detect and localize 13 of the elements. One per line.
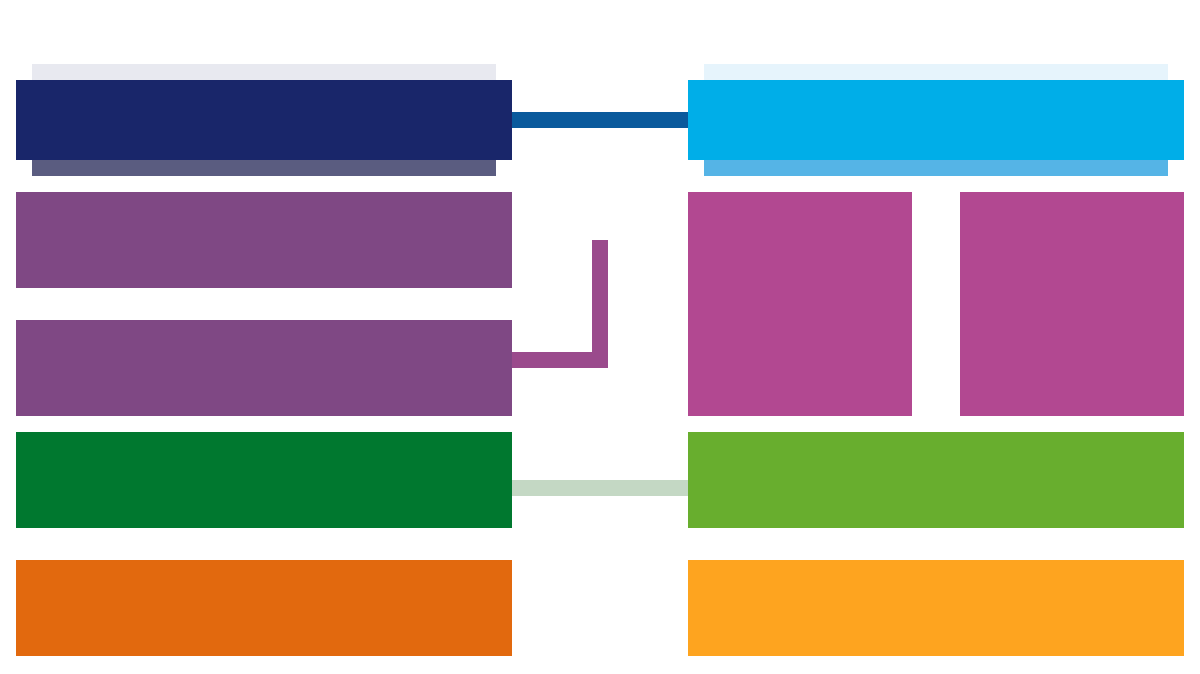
colored-block [688, 560, 1184, 656]
colored-block [688, 192, 912, 416]
colored-block [16, 192, 512, 288]
colored-block [16, 80, 512, 160]
colored-block [688, 432, 1184, 528]
colored-block [16, 432, 512, 528]
colored-block [16, 320, 512, 416]
colored-block [16, 560, 512, 656]
connector-line [512, 112, 688, 128]
colored-block [960, 192, 1184, 416]
connector-line [512, 240, 608, 368]
connector-line [512, 480, 688, 496]
colored-block [688, 80, 1184, 160]
